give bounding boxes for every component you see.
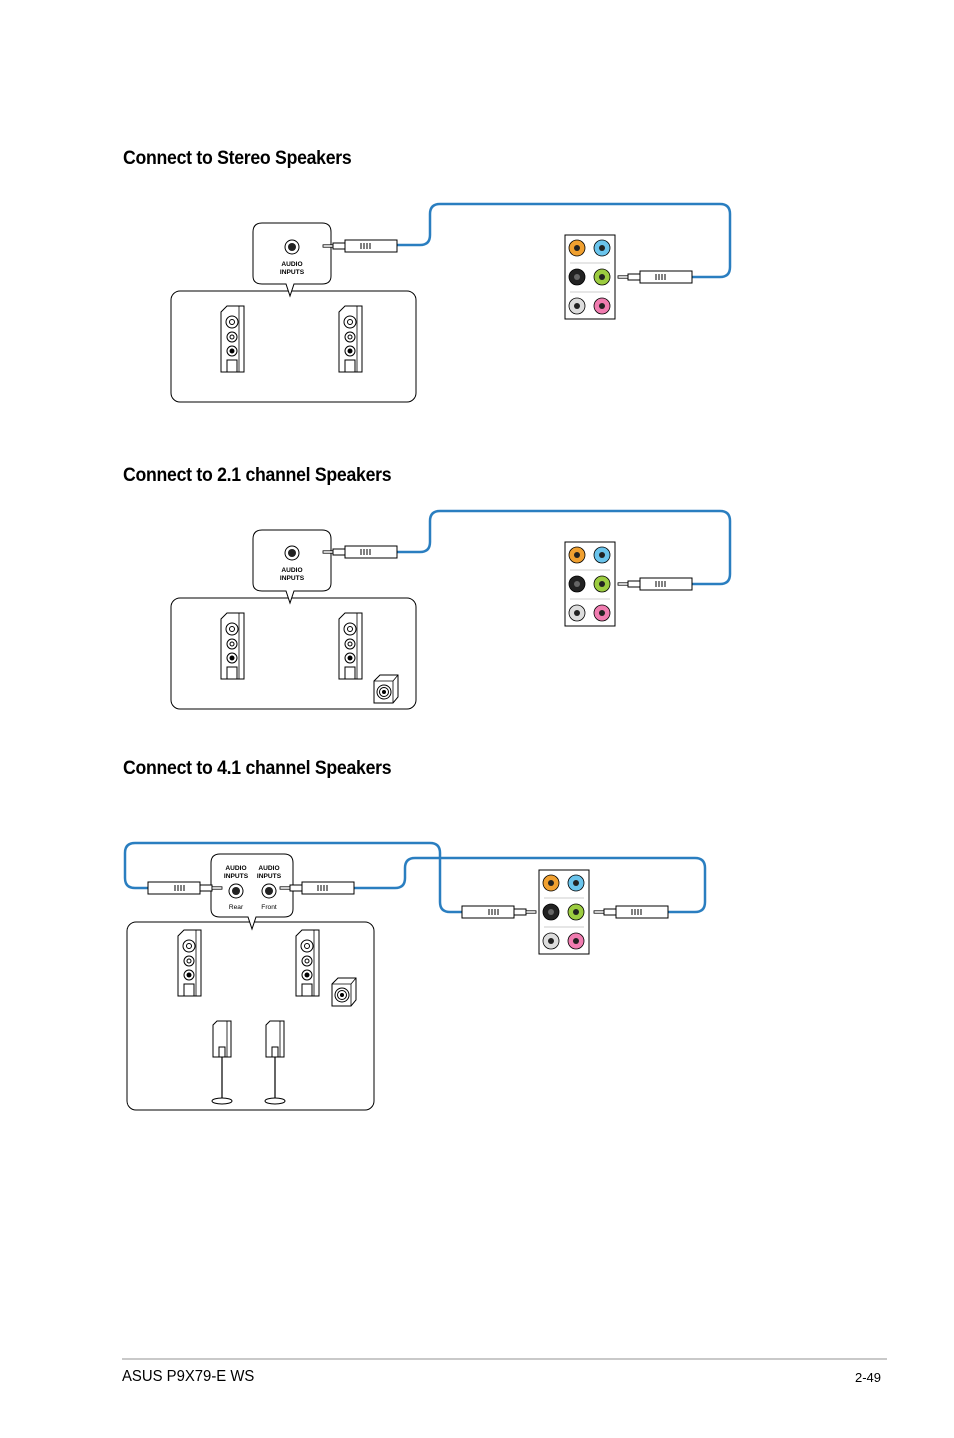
front-label: Front xyxy=(261,904,277,911)
footer-page-number: 2-49 xyxy=(855,1370,882,1385)
subwoofer xyxy=(373,674,399,704)
rear-audio-panel xyxy=(538,869,590,955)
section-title-4-1-channel: Connect to 4.1 channel Speakers xyxy=(123,758,392,779)
section-title-stereo: Connect to Stereo Speakers xyxy=(123,148,352,169)
audio-inputs-panel xyxy=(252,222,332,298)
footer-divider xyxy=(122,1358,887,1360)
rear-left-speaker xyxy=(211,1020,233,1105)
section-title-2-1-channel: Connect to 2.1 channel Speakers xyxy=(123,465,392,486)
4-1-channel-speakers-diagram: AUDIO INPUTS AUDIO INPUTS Rear Front xyxy=(123,841,707,1111)
audio-plug-right xyxy=(617,577,693,591)
speaker-set-box xyxy=(170,290,417,403)
rear-audio-panel xyxy=(564,541,616,627)
inputs-label: INPUTS xyxy=(280,269,305,276)
audio-label: AUDIO xyxy=(281,261,302,268)
audio-inputs-panel xyxy=(210,853,294,931)
audio-plug-left xyxy=(322,239,398,253)
audio-plug-right xyxy=(617,270,693,284)
inputs-label: INPUTS xyxy=(280,575,305,582)
rear-audio-label: AUDIO xyxy=(225,865,246,872)
rear-audio-panel xyxy=(564,234,616,320)
audio-plug-panel-left xyxy=(461,905,537,919)
speaker-set-box xyxy=(126,921,375,1111)
front-inputs-label: INPUTS xyxy=(257,873,282,880)
rear-right-speaker xyxy=(264,1020,286,1105)
rear-inputs-label: INPUTS xyxy=(224,873,249,880)
front-right-speaker xyxy=(338,305,363,373)
audio-cable-rear xyxy=(123,841,462,914)
audio-inputs-panel xyxy=(252,529,332,605)
front-right-speaker xyxy=(295,929,320,997)
front-right-speaker xyxy=(338,612,363,680)
front-left-speaker xyxy=(177,929,202,997)
subwoofer xyxy=(331,977,357,1007)
audio-plug-front xyxy=(279,881,355,895)
audio-cable xyxy=(396,509,732,586)
audio-plug-rear xyxy=(147,881,223,895)
front-left-speaker xyxy=(220,612,245,680)
stereo-speakers-diagram: AUDIO INPUTS xyxy=(170,202,732,403)
audio-plug-panel-right xyxy=(593,905,669,919)
front-audio-label: AUDIO xyxy=(258,865,279,872)
audio-cable-front xyxy=(354,856,707,914)
audio-label: AUDIO xyxy=(281,567,302,574)
front-left-speaker xyxy=(220,305,245,373)
rear-label: Rear xyxy=(229,904,244,911)
audio-plug-left xyxy=(322,545,398,559)
2-1-channel-speakers-diagram: AUDIO INPUTS xyxy=(170,509,732,710)
audio-cable xyxy=(396,202,732,279)
footer-product-name: ASUS P9X79-E WS xyxy=(122,1368,255,1385)
